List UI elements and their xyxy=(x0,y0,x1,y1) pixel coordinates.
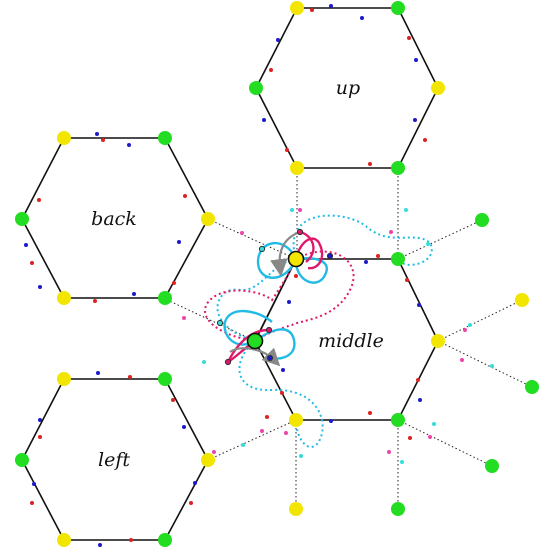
leaf-vertex-green xyxy=(525,380,539,394)
vertex-green xyxy=(158,372,172,386)
gray-arrows xyxy=(229,230,301,367)
highlighted-vertex-yellow xyxy=(287,250,305,268)
hexagon-label-left: left xyxy=(98,449,130,471)
vertex-yellow xyxy=(57,291,71,305)
hexagon-label-back: back xyxy=(91,208,137,230)
vertex-yellow xyxy=(431,334,445,348)
vertex-green xyxy=(158,291,172,305)
vertex-green xyxy=(15,212,29,226)
vertex-yellow xyxy=(431,81,445,95)
hexagon-edges xyxy=(21,7,439,541)
leaf-vertex-green xyxy=(485,459,499,473)
highlighted-vertex-green xyxy=(246,332,264,350)
leaf-vertex-yellow xyxy=(515,293,529,307)
vertex-yellow xyxy=(290,161,304,175)
hexagon-vertices xyxy=(15,1,539,547)
leaf-vertex-green xyxy=(391,502,405,516)
vertex-yellow xyxy=(57,131,71,145)
vertex-yellow xyxy=(201,212,215,226)
leaf-vertex-green xyxy=(475,213,489,227)
center-link xyxy=(254,258,297,342)
dotted-connectors xyxy=(162,168,533,509)
leaf-vertex-yellow xyxy=(289,502,303,516)
vertex-green xyxy=(158,533,172,547)
vertex-yellow xyxy=(201,453,215,467)
edge-dots xyxy=(24,4,494,547)
vertex-yellow xyxy=(290,1,304,15)
vertex-green xyxy=(249,81,263,95)
vertex-green xyxy=(15,453,29,467)
vertex-green xyxy=(391,1,405,15)
vertex-yellow xyxy=(289,413,303,427)
hexagon-label-middle: middle xyxy=(318,330,384,352)
vertex-yellow xyxy=(57,372,71,386)
hexagon-label-up: up xyxy=(335,77,361,99)
vertex-green xyxy=(391,161,405,175)
magenta-solid-arcs xyxy=(226,230,324,364)
vertex-green xyxy=(391,413,405,427)
loop-endpoint-markers xyxy=(216,228,334,366)
vertex-yellow xyxy=(57,533,71,547)
vertex-green xyxy=(391,252,405,266)
vertex-green xyxy=(158,131,172,145)
cyan-dotted-loops xyxy=(216,214,433,448)
